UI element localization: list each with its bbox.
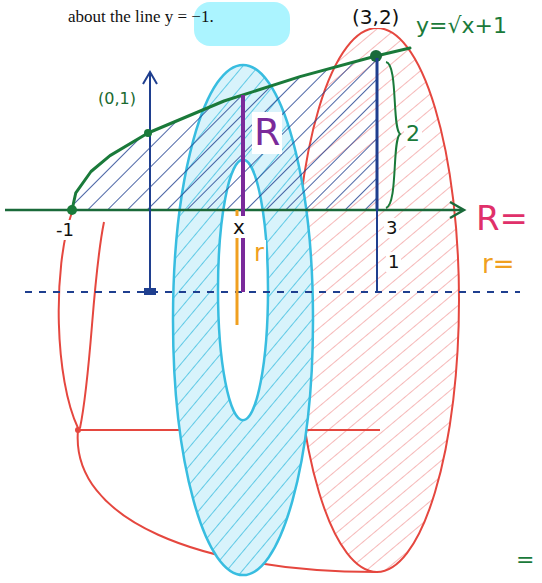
outer-radius [241,95,245,292]
solid-left-edge [59,212,78,428]
formula-label: R= [474,200,530,237]
brace [386,62,400,208]
curve-label: y=√x+1 [414,14,509,38]
radius-label: r [252,240,266,266]
point-label: (3,2) [350,6,401,28]
axis-of-rotation [25,291,520,293]
region [72,56,377,210]
y-axis [149,74,151,292]
formula-label: r= [480,250,516,279]
point [144,129,152,137]
arrowhead [143,72,157,84]
radius-label: R [252,112,282,154]
tick-label: 3 [384,218,399,238]
heading-text: about the line y = −1. [66,8,216,27]
point [67,205,77,215]
height-line [376,58,379,210]
variable-label: x [231,216,247,238]
solid-left-inner [80,222,104,428]
point [144,288,156,295]
arrowhead [450,202,464,218]
point [75,427,81,433]
dimension-label: 2 [404,122,422,146]
point-label: (0,1) [96,90,138,108]
height-line [376,210,378,292]
dimension-label: 1 [386,252,401,272]
formula-label: = [514,548,536,572]
tick-label: -1 [54,220,76,240]
